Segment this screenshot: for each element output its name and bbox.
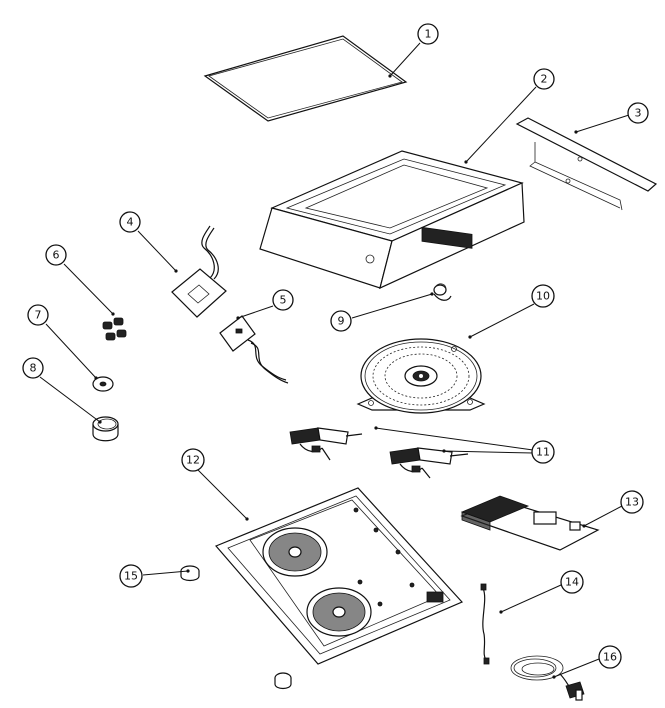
- callout-11-label: 11: [536, 446, 550, 459]
- callout-7-label: 7: [35, 309, 42, 322]
- callout-11: 11: [531, 440, 555, 464]
- harness-left: [289, 427, 363, 461]
- connector-wire: [480, 583, 490, 665]
- power-board: [460, 495, 600, 551]
- callout-14-label: 14: [565, 576, 579, 589]
- rubber-feet-set: [102, 317, 127, 341]
- coil-wiring-harness: [289, 427, 469, 479]
- callout-6-label: 6: [53, 249, 60, 262]
- fan-upper: [262, 527, 328, 577]
- callout-8: 8: [22, 357, 44, 379]
- callout-5-label: 5: [280, 294, 287, 307]
- housing-vents: [421, 226, 473, 249]
- callout-15-label: 15: [124, 570, 138, 583]
- glass-top-plate: [203, 35, 408, 122]
- callout-6: 6: [45, 244, 67, 266]
- callout-1-label: 1: [425, 28, 432, 41]
- thermistor: [433, 283, 452, 301]
- callout-14: 14: [560, 570, 584, 594]
- callout-8-label: 8: [30, 362, 37, 375]
- callout-15: 15: [119, 564, 143, 588]
- callout-16-label: 16: [603, 651, 617, 664]
- bottom-foot: [274, 672, 292, 690]
- upper-housing: [259, 150, 525, 290]
- power-cord: [510, 655, 585, 701]
- harness-right: [389, 447, 469, 479]
- callout-10: 10: [531, 284, 555, 308]
- callout-12-label: 12: [186, 454, 200, 467]
- fan-lower: [306, 587, 372, 637]
- display-board: [219, 315, 289, 384]
- base-frame: [214, 487, 464, 665]
- knob: [92, 416, 119, 442]
- control-board: [171, 225, 227, 318]
- callout-3-label: 3: [635, 107, 642, 120]
- callout-2: 2: [533, 68, 555, 90]
- callout-4-label: 4: [127, 216, 134, 229]
- callout-12: 12: [181, 448, 205, 472]
- leader-lines: [39, 42, 630, 679]
- callout-16: 16: [598, 645, 622, 669]
- callout-4: 4: [119, 211, 141, 233]
- washer: [92, 376, 114, 392]
- callout-7: 7: [27, 304, 49, 326]
- callout-3: 3: [627, 102, 649, 124]
- callout-10-label: 10: [536, 290, 550, 303]
- callout-9: 9: [330, 310, 352, 332]
- callout-2-label: 2: [541, 73, 548, 86]
- callout-13: 13: [620, 490, 644, 514]
- callout-9-label: 9: [338, 315, 345, 328]
- foot: [180, 565, 200, 582]
- callout-5: 5: [272, 289, 294, 311]
- mounting-bracket: [515, 117, 658, 211]
- callout-1: 1: [417, 23, 439, 45]
- callouts: 1 2 3 4 5 6 7 8: [22, 23, 649, 669]
- callout-13-label: 13: [625, 496, 639, 509]
- induction-coil: [356, 338, 486, 414]
